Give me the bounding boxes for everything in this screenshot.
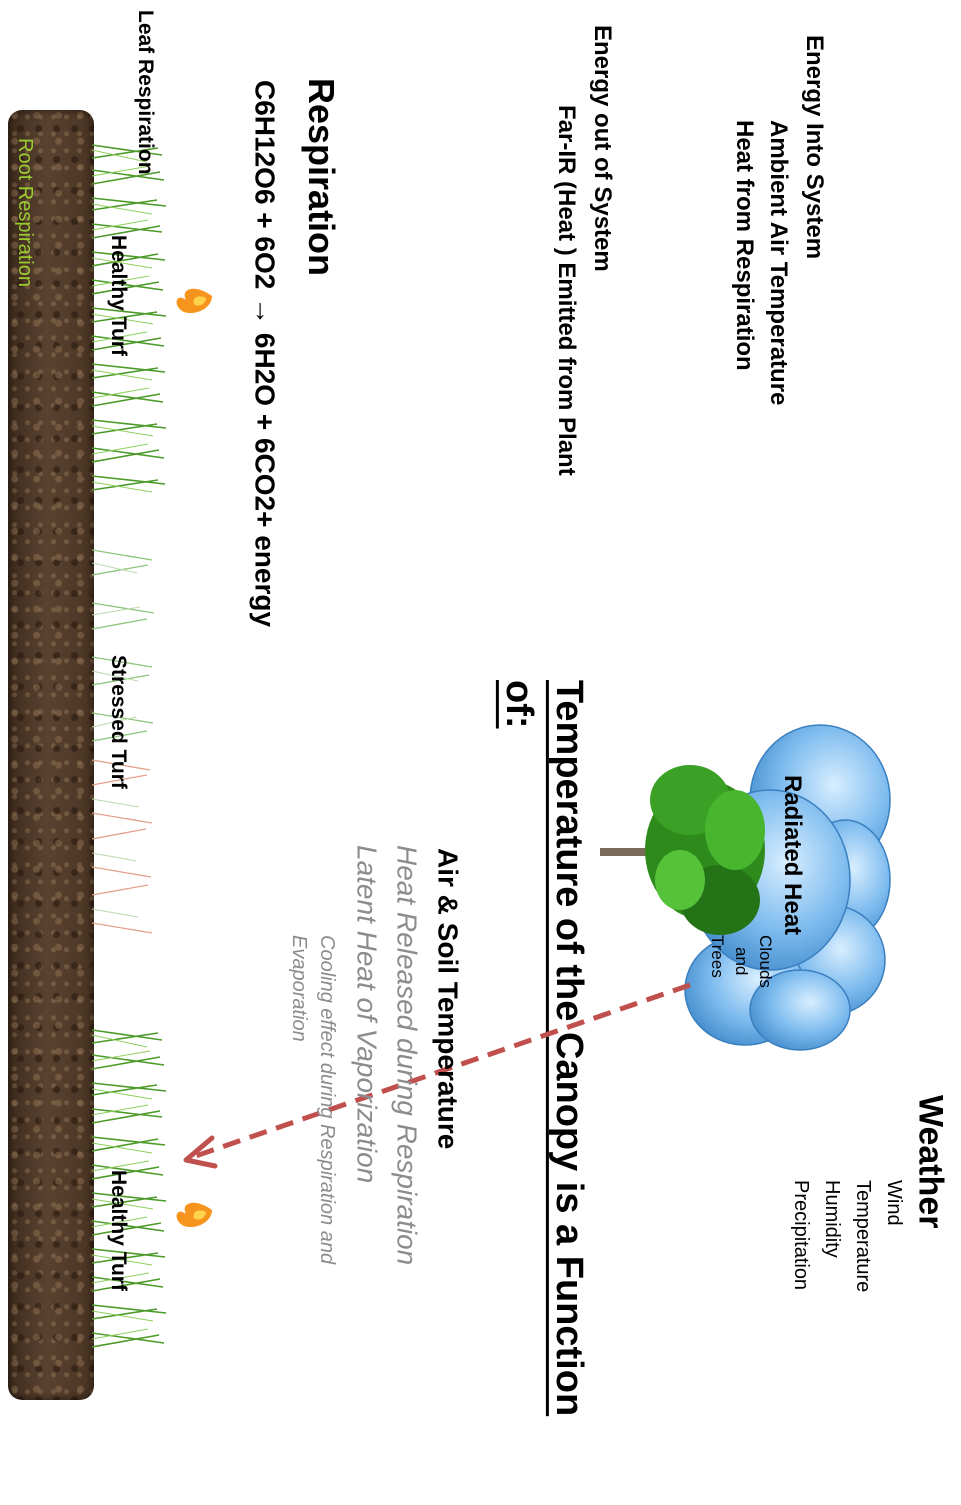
energy-out-item: Far-IR (Heat ) Emitted from Plant: [553, 105, 581, 476]
respiration-title: Respiration: [300, 78, 342, 277]
energy-out-title: Energy out of System: [589, 25, 617, 272]
leaf-respiration-label: Leaf Respiration: [134, 10, 158, 175]
soil-strip: [8, 110, 94, 1400]
weather-item-wind: Wind: [883, 1180, 905, 1226]
energy-in-title: Energy Into System: [801, 35, 829, 260]
healthy-turf-graphic-2: [92, 1029, 167, 1348]
flame-icon: [176, 288, 212, 314]
canopy-title: Temperature of the Canopy is a Function: [547, 680, 590, 1417]
canopy-title-of: of:: [497, 680, 540, 729]
weather-item-temperature: Temperature: [852, 1180, 874, 1293]
stressed-turf-label: Stressed Turf: [107, 655, 131, 789]
energy-in-respiration: Heat from Respiration: [731, 120, 759, 371]
healthy-turf-label-1: Healthy Turf: [107, 235, 131, 356]
weather-item-precipitation: Precipitation: [790, 1180, 812, 1291]
heat-released-text: Heat Released during Respiration: [391, 845, 423, 1266]
radiated-trees: Trees: [708, 935, 727, 978]
radiated-heat-title: Radiated Heat: [779, 775, 807, 936]
radiated-clouds: Clouds: [756, 935, 775, 988]
healthy-turf-label-2: Healthy Turf: [107, 1170, 131, 1291]
latent-heat-text: Latent Heat of Vaporization: [351, 845, 383, 1184]
tree-icon: [600, 765, 765, 935]
evaporation-text: Evaporation: [288, 935, 310, 1042]
energy-in-ambient: Ambient Air Temperature: [765, 120, 793, 406]
flame-icon: [176, 1202, 212, 1228]
weather-list: Wind Temperature Humidity Precipitation: [790, 1180, 905, 1340]
air-soil-title: Air & Soil Temperature: [432, 848, 464, 1150]
respiration-equation: C6H12O6 + 6O2 → 6H2O + 6CO2+ energy: [249, 80, 281, 628]
weather-title: Weather: [911, 1095, 950, 1229]
arrow-head-icon: [183, 1135, 218, 1169]
cooling-effect-text: Cooling effect during Respiration and: [316, 935, 338, 1265]
radiated-sources: Clouds and Trees: [700, 935, 775, 1015]
healthy-turf-graphic: [92, 144, 167, 493]
radiated-and: and: [732, 947, 751, 976]
weather-item-humidity: Humidity: [821, 1180, 843, 1258]
stressed-turf-graphic: [92, 549, 155, 934]
root-respiration-label: Root Respiration: [14, 138, 36, 287]
